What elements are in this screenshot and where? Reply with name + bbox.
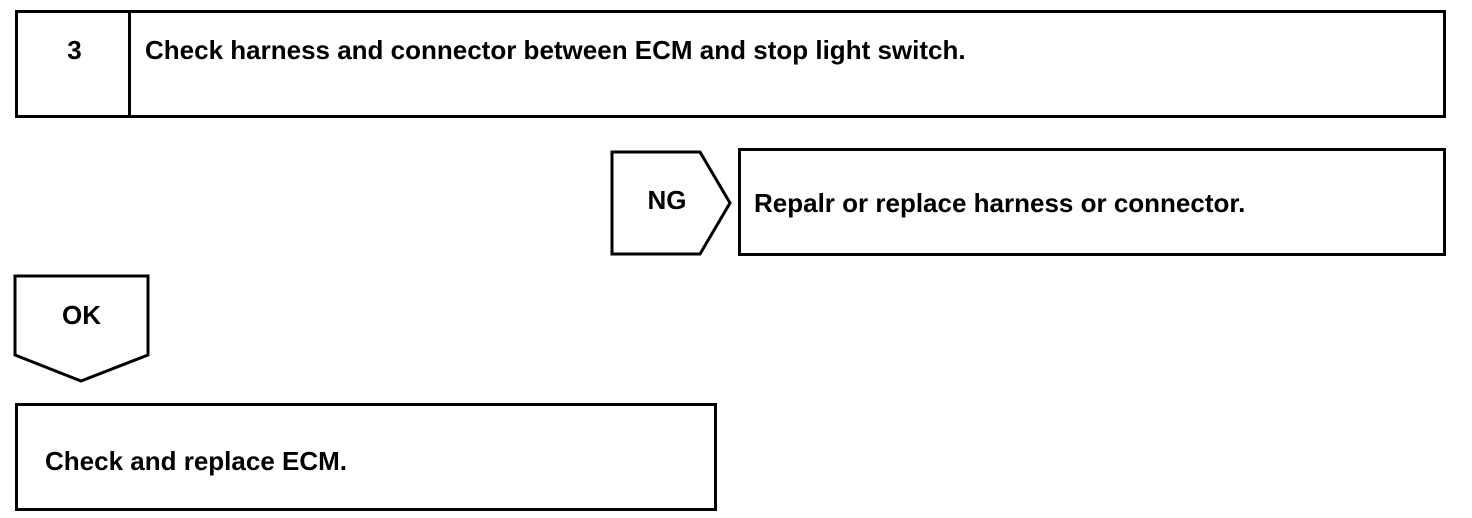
ng-action-box: Repalr or replace harness or connector.: [738, 148, 1446, 256]
ng-label: NG: [647, 185, 687, 215]
step-number-cell: 3: [18, 13, 131, 115]
ok-arrow-shape: [13, 274, 150, 383]
ng-arrow-shape: [610, 150, 732, 256]
step-title: Check harness and connector between ECM …: [145, 35, 966, 65]
ok-label: OK: [62, 300, 101, 330]
ng-action-text: Repalr or replace harness or connector.: [754, 188, 1246, 218]
step-box: 3 Check harness and connector between EC…: [15, 10, 1446, 118]
ok-action-box: Check and replace ECM.: [15, 403, 717, 511]
ok-action-text: Check and replace ECM.: [45, 446, 347, 476]
step-number: 3: [67, 35, 82, 65]
